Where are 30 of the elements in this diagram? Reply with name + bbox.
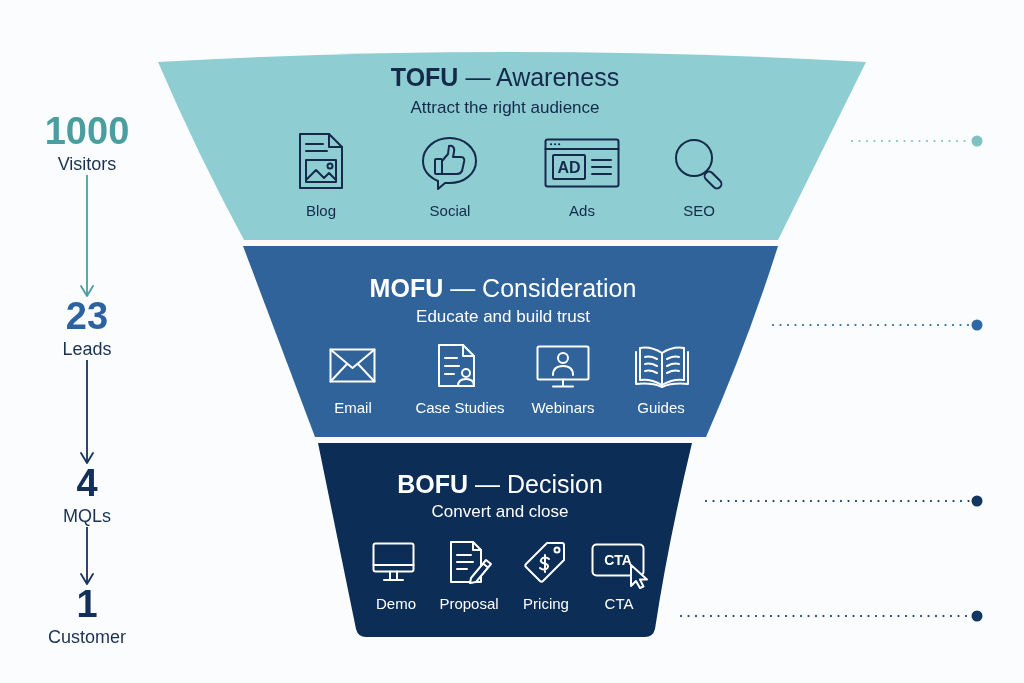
icon-caption: SEO [683, 202, 715, 220]
stage-subtitle: Attract the right audience [410, 98, 600, 118]
icon-caption: Email [334, 399, 372, 417]
icon-caption: Social [429, 202, 471, 220]
icon-caption: Pricing [523, 595, 569, 613]
icon-caption: CTA [604, 595, 634, 613]
stage-subtitle: Educate and build trust [416, 307, 590, 327]
funnel-stage [243, 246, 779, 438]
icon-text: AD [557, 157, 581, 177]
icon-caption: Case Studies [415, 399, 505, 417]
icon-caption: Demo [376, 595, 416, 613]
stage-subtitle: Convert and close [431, 502, 569, 522]
icon-caption: Ads [569, 202, 595, 220]
arrow [80, 526, 94, 585]
icon-caption: Blog [306, 202, 336, 220]
count-label: 1000 Visitors [44, 111, 130, 175]
stage-title: MOFU — Consideration [369, 273, 637, 303]
icon-caption: Proposal [439, 595, 499, 613]
count-label: 4 MQLs [63, 463, 111, 527]
stage-title: BOFU — Decision [397, 469, 603, 499]
funnel-stage [318, 443, 692, 637]
stage-title: TOFU — Awareness [390, 62, 620, 92]
arrow [80, 359, 94, 464]
icon-caption: Guides [637, 399, 685, 417]
arrow [80, 174, 94, 297]
count-label: 1 Customer [48, 584, 126, 648]
count-label: 23 Leads [62, 296, 112, 360]
funnel-stage [156, 50, 868, 240]
icon-caption: Webinars [531, 399, 595, 417]
icon-text: CTA [604, 551, 632, 569]
